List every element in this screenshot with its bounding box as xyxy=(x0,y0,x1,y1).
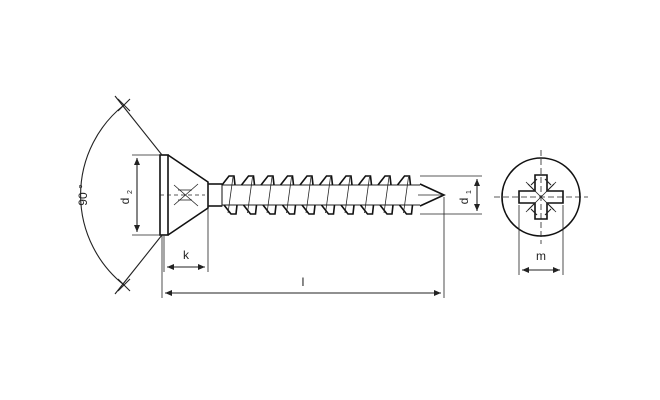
thread-flank xyxy=(344,176,351,214)
length-label: l xyxy=(302,275,305,289)
thread-diameter-dimension: d 1 xyxy=(420,175,482,215)
screw-side-view xyxy=(159,154,446,236)
screw-tip xyxy=(418,183,446,207)
thread-crest xyxy=(396,175,414,215)
thread-flank xyxy=(403,176,409,214)
thread-crest xyxy=(240,175,258,215)
thread-crest xyxy=(357,175,375,215)
thread-flank xyxy=(305,176,312,214)
thread-flank xyxy=(266,176,273,214)
head-height-label: k xyxy=(183,248,190,262)
angle-dimension: 90 ° xyxy=(76,95,163,295)
thread-crest xyxy=(279,175,297,215)
thread-crest xyxy=(318,175,336,215)
thread-crest xyxy=(260,175,277,215)
head-diameter-subscript: 2 xyxy=(127,190,134,194)
thread-flank xyxy=(227,176,234,214)
thread-crest xyxy=(221,175,238,215)
angle-label: 90 ° xyxy=(76,184,90,206)
screw-thread xyxy=(221,175,420,215)
thread-flank xyxy=(286,176,292,214)
thread-diameter-label: d xyxy=(457,198,471,205)
thread-flank xyxy=(247,176,253,214)
pozi-recess xyxy=(518,174,564,220)
head-diameter-label: d xyxy=(118,198,132,205)
screw-head xyxy=(159,154,209,236)
thread-flank xyxy=(383,176,390,214)
recess-width-dimension: m xyxy=(518,205,564,275)
screw-top-view xyxy=(494,150,588,244)
head-height-dimension: k xyxy=(163,208,209,272)
thread-crest xyxy=(338,175,355,215)
screw-shank xyxy=(207,183,223,207)
thread-crest xyxy=(299,175,316,215)
thread-crest xyxy=(377,175,394,215)
length-dimension: l xyxy=(161,197,445,298)
thread-flank xyxy=(325,176,331,214)
head-diameter-dimension: d 2 xyxy=(118,154,162,236)
thread-flank xyxy=(364,176,370,214)
recess-width-label: m xyxy=(536,249,546,263)
thread-diameter-subscript: 1 xyxy=(466,190,473,194)
